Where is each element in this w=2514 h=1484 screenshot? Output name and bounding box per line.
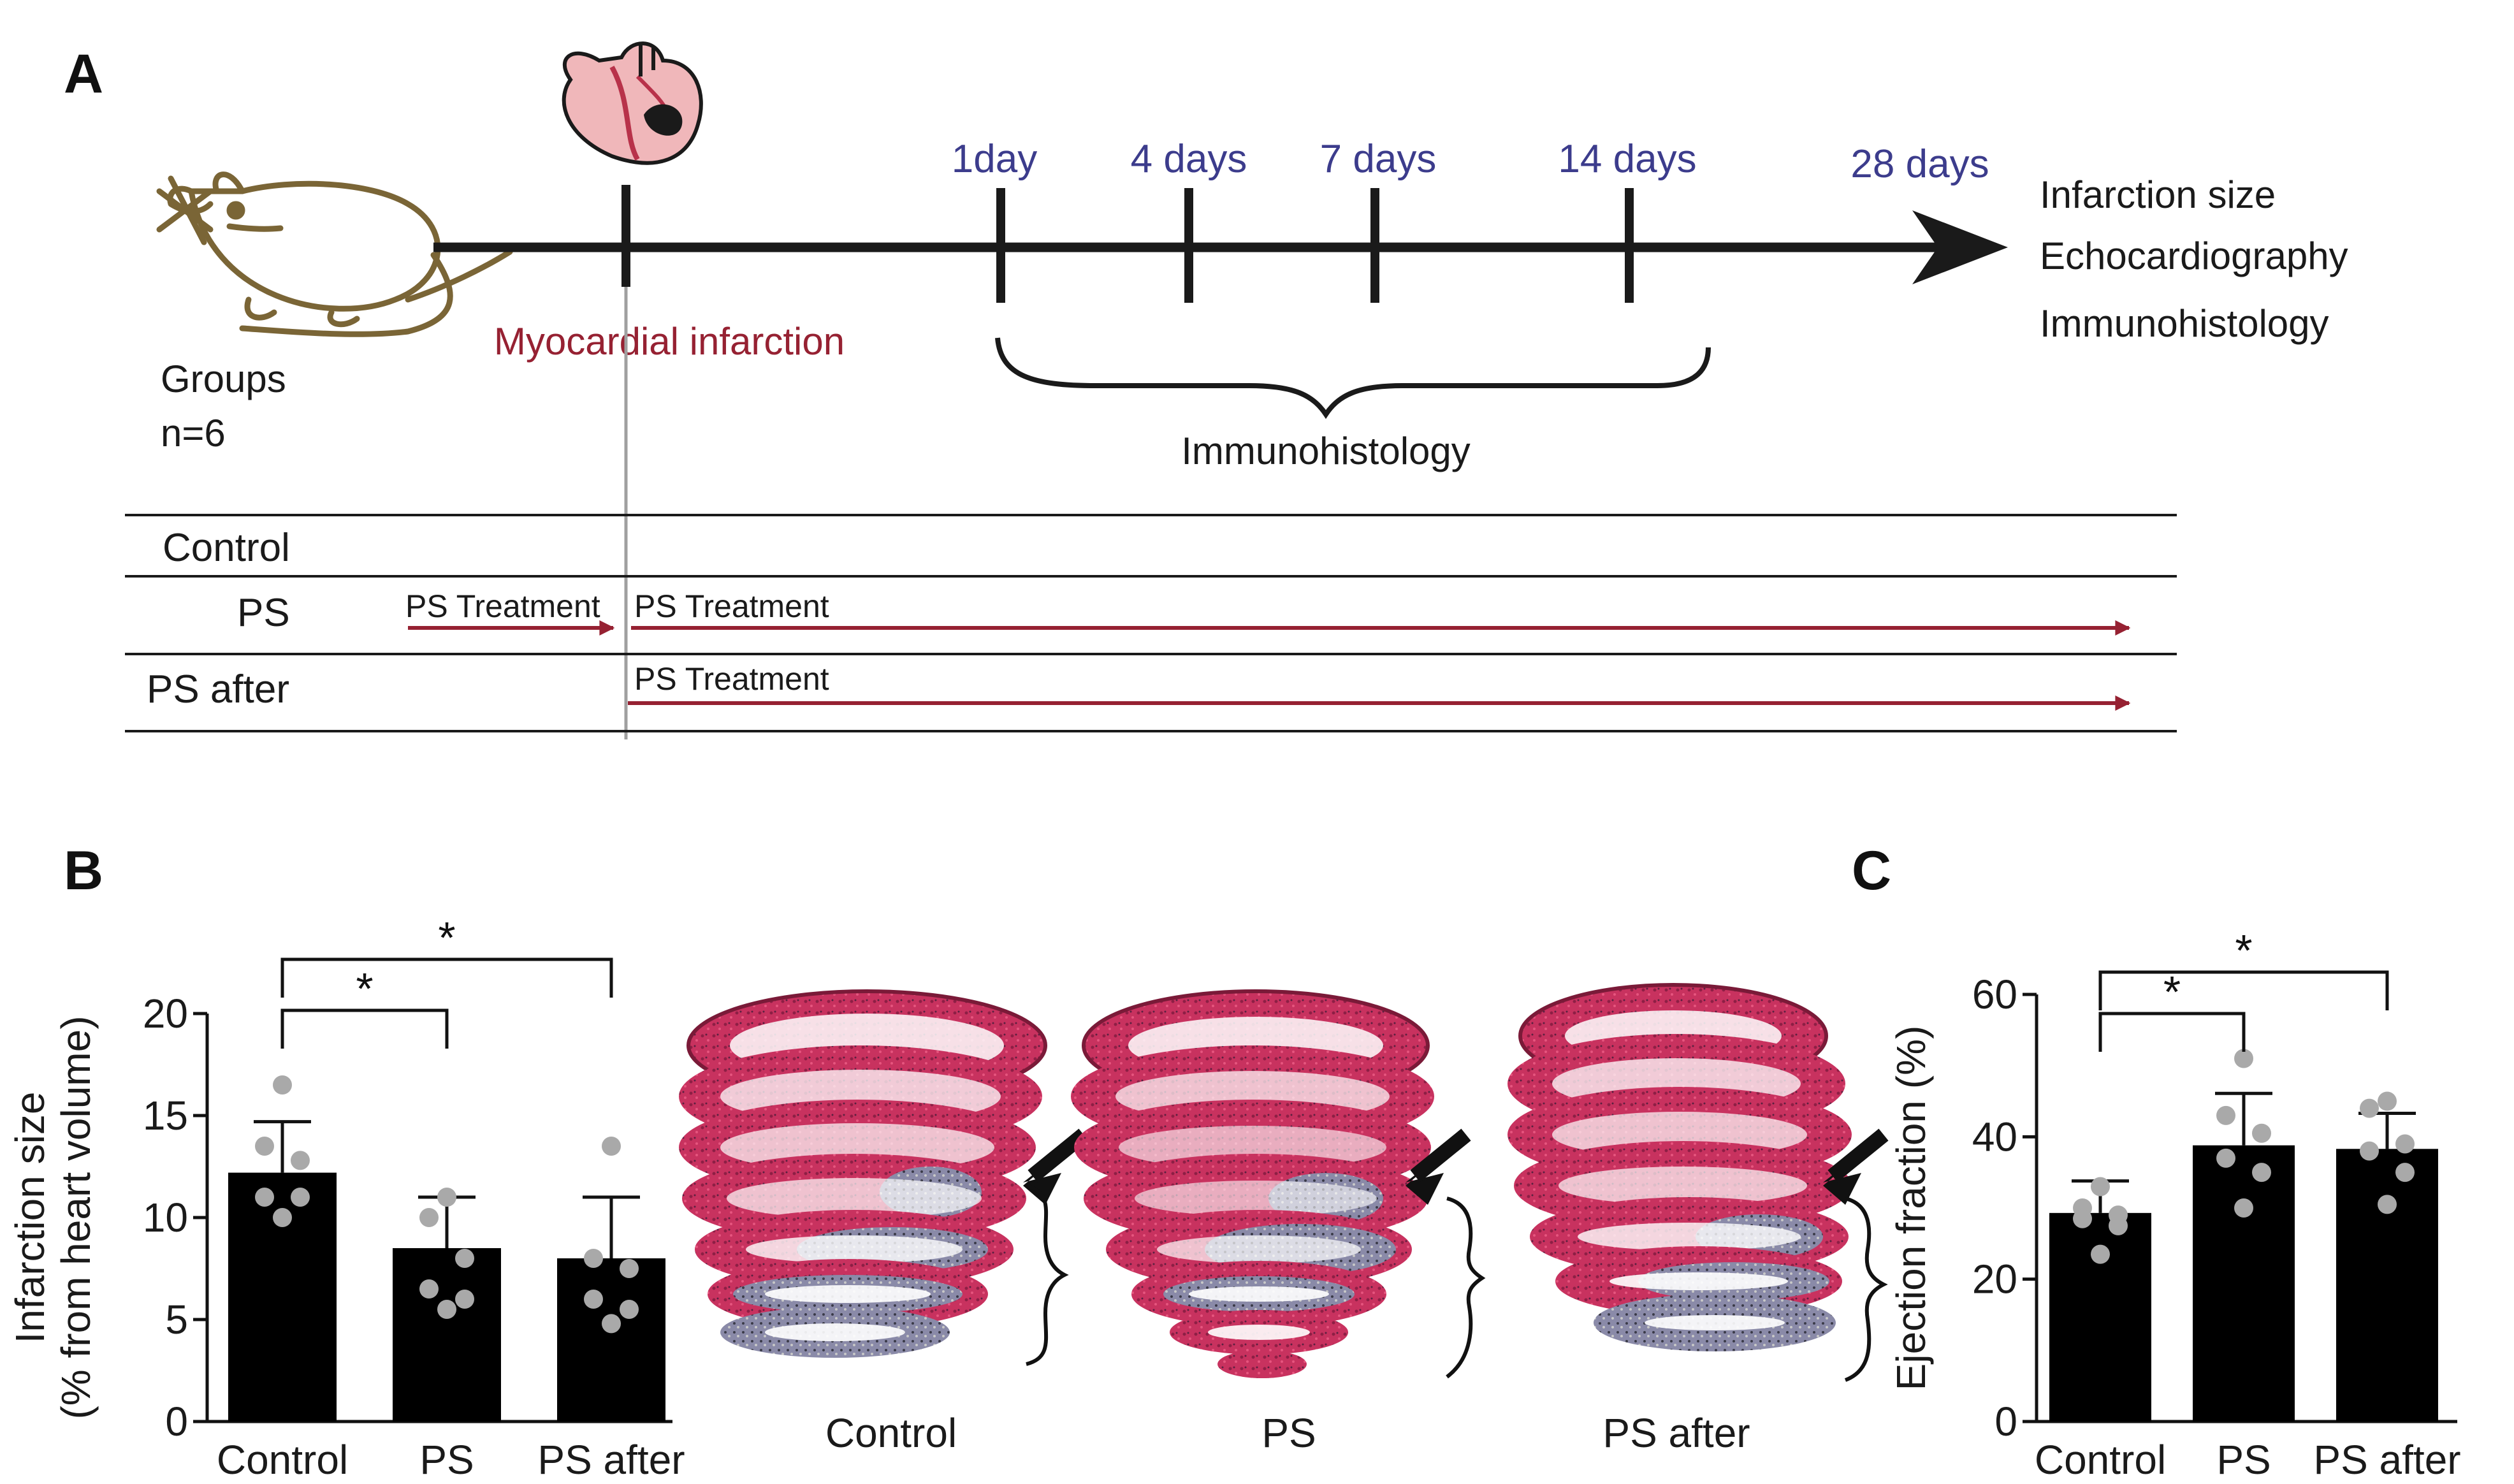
timepoint-label: 28 days [1850, 142, 1989, 186]
panel-b-label: B [64, 840, 103, 901]
bar [2049, 1212, 2151, 1422]
y-tick-label: 40 [1972, 1114, 2017, 1160]
data-point [273, 1075, 292, 1095]
immuno-brace [995, 337, 1711, 419]
data-point [455, 1290, 474, 1309]
group-name-ps-after: PS after [147, 667, 289, 711]
data-point [2378, 1195, 2397, 1214]
timepoint-label: 7 days [1320, 137, 1437, 181]
y-tick-label: 5 [165, 1297, 188, 1342]
data-point [2073, 1209, 2092, 1228]
groups-label: Groups [161, 358, 286, 400]
significance-bracket [2098, 1012, 2246, 1052]
data-point [2109, 1216, 2128, 1235]
endpoint-label: Echocardiography [2040, 235, 2348, 277]
data-point [2216, 1105, 2235, 1125]
data-point [584, 1290, 603, 1309]
bar [2193, 1145, 2295, 1422]
significance-label: * [2235, 926, 2252, 975]
x-tick-label: PS after [2313, 1437, 2460, 1483]
significance-label: * [2163, 967, 2181, 1017]
data-point [602, 1314, 621, 1334]
data-point [2252, 1163, 2271, 1182]
y-tick-label: 0 [165, 1399, 188, 1444]
data-point [255, 1188, 274, 1207]
significance-bracket [280, 1008, 449, 1049]
data-point [2252, 1123, 2271, 1143]
heart-reconstruction-ps [1071, 989, 1486, 1379]
data-point [2091, 1177, 2110, 1197]
y-tick-label: 60 [1972, 971, 2017, 1017]
x-tick-label: Control [217, 1437, 348, 1483]
image-label: Control [825, 1410, 957, 1456]
data-point [2395, 1134, 2415, 1154]
x-tick-label: PS after [537, 1437, 685, 1483]
panel-c-label: C [1852, 840, 1891, 901]
treatment-label: PS Treatment [634, 661, 829, 697]
mouse-icon [156, 171, 513, 337]
heart-reconstruction-ps-after [1508, 983, 1889, 1382]
endpoint-label: Infarction size [2040, 173, 2276, 216]
data-point [2216, 1148, 2235, 1168]
significance-label: * [356, 964, 373, 1014]
bar [393, 1248, 501, 1422]
image-label: PS [1261, 1410, 1316, 1456]
data-point [2378, 1091, 2397, 1111]
x-tick-label: Control [2035, 1437, 2166, 1483]
y-axis-label: Ejection fraction (%) [1888, 1026, 1934, 1391]
timeline-arrowhead [1912, 210, 2008, 284]
x-tick-label: PS [2216, 1437, 2271, 1483]
treatment-label: PS Treatment [634, 588, 829, 624]
bar [2336, 1149, 2438, 1422]
data-point [2395, 1163, 2415, 1182]
data-point [584, 1249, 603, 1268]
y-tick-label: 0 [1994, 1399, 2017, 1444]
data-point [2360, 1141, 2379, 1161]
y-tick-label: 15 [143, 1093, 188, 1138]
n-label: n=6 [161, 412, 226, 455]
data-point [419, 1279, 439, 1298]
image-label: PS after [1602, 1410, 1750, 1456]
group-name-control: Control [163, 526, 290, 570]
bar [557, 1258, 665, 1422]
data-point [2234, 1198, 2253, 1218]
timepoint-label: 4 days [1131, 137, 1247, 181]
data-point [2360, 1098, 2379, 1118]
heart-icon [562, 41, 703, 165]
data-point [437, 1300, 456, 1319]
treatment-label: PS Treatment [405, 588, 600, 624]
data-point [255, 1137, 274, 1156]
data-point [291, 1188, 310, 1207]
data-point [620, 1259, 639, 1278]
heart-reconstruction-control [679, 989, 1089, 1366]
data-point [602, 1137, 621, 1156]
y-tick-label: 10 [143, 1195, 188, 1240]
data-point [455, 1249, 474, 1268]
data-point [419, 1208, 439, 1227]
timepoint-label: 14 days [1558, 137, 1696, 181]
significance-label: * [438, 913, 455, 963]
data-point [620, 1300, 639, 1319]
data-point [2234, 1049, 2253, 1068]
y-axis-label: Infarction size(% from heart volume) [7, 1015, 99, 1419]
timepoint-label: 1day [952, 137, 1037, 181]
group-table [125, 514, 2177, 732]
endpoint-label: Immunohistology [2040, 302, 2329, 345]
mi-label: Myocardial infarction [494, 320, 845, 363]
data-point [2091, 1244, 2110, 1264]
y-tick-label: 20 [1972, 1256, 2017, 1302]
group-name-ps: PS [237, 591, 290, 635]
x-tick-label: PS [419, 1437, 474, 1483]
significance-bracket [2098, 970, 2389, 1010]
data-point [273, 1208, 292, 1227]
data-point [291, 1151, 310, 1170]
significance-bracket [280, 957, 613, 998]
data-point [437, 1188, 456, 1207]
immuno-label: Immunohistology [1181, 430, 1471, 472]
panel-a-label: A [64, 43, 103, 105]
y-tick-label: 20 [143, 991, 188, 1037]
